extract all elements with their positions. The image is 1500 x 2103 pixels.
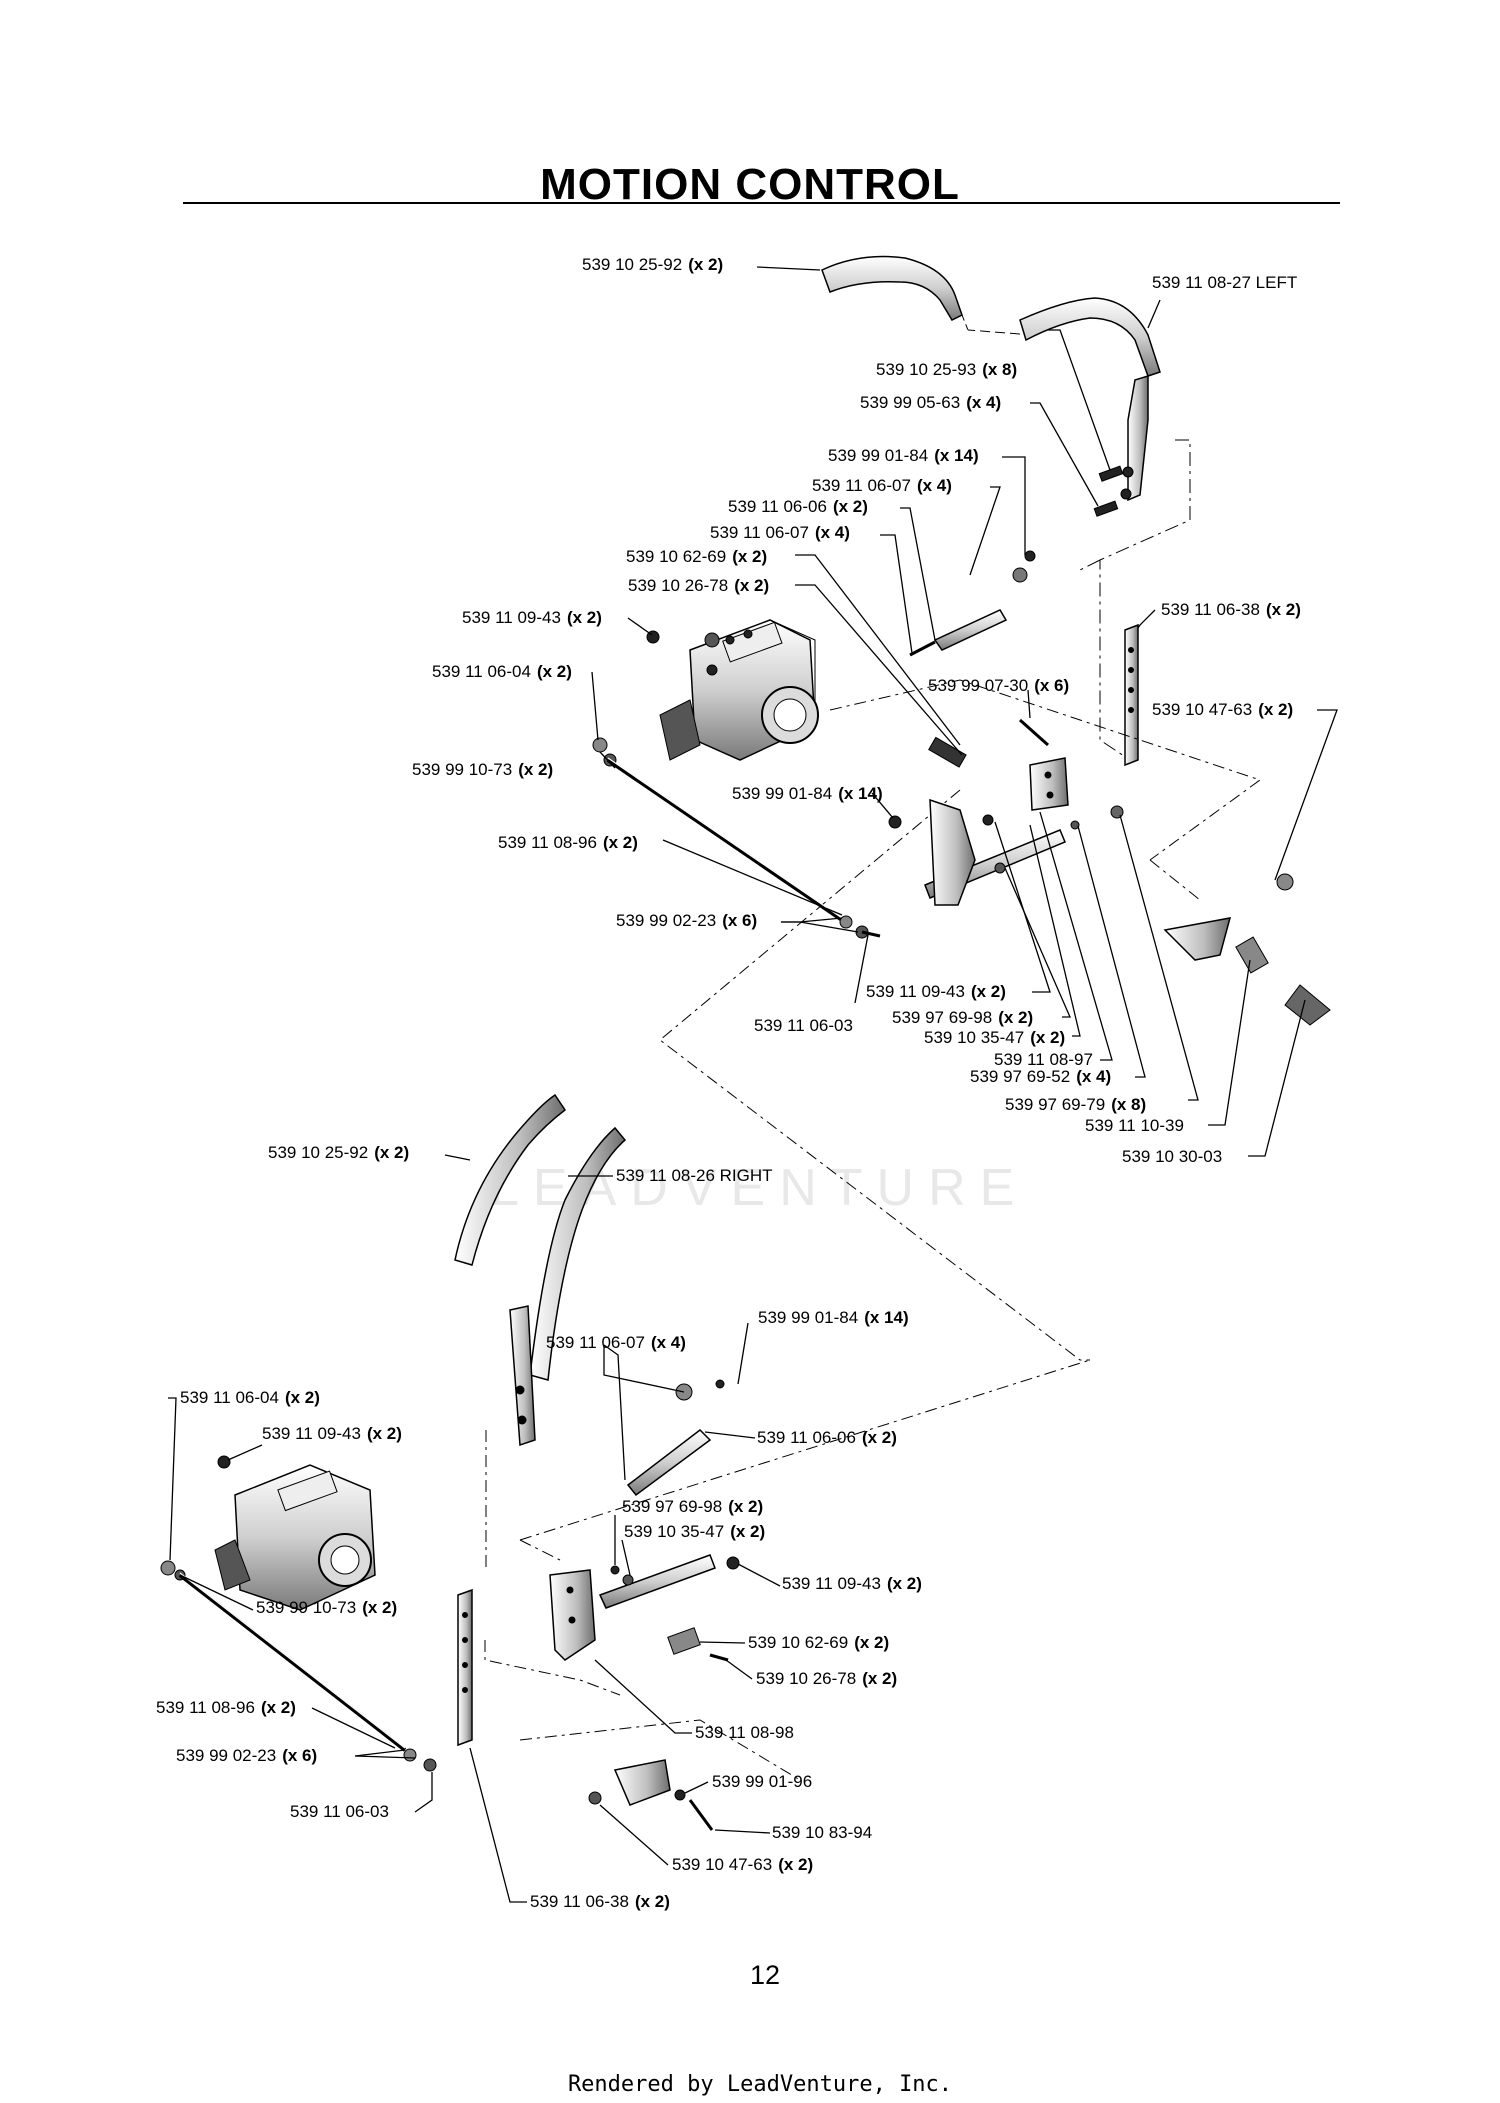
title-rule	[183, 202, 1340, 204]
part-label: 539 10 35-47(x 2)	[924, 1028, 1066, 1047]
leader-lines	[168, 266, 1338, 1903]
part-label: 539 99 01-84(x 14)	[732, 784, 883, 803]
part-label: 539 10 30-03	[1122, 1147, 1223, 1166]
part-label: 539 11 08-26 RIGHT	[616, 1166, 773, 1185]
footer-credit: Rendered by LeadVenture, Inc.	[567, 2072, 953, 2097]
upper-assembly	[592, 255, 1331, 1361]
handle-left	[1019, 297, 1161, 377]
handle-right	[529, 1126, 627, 1381]
bolts-handle	[1093, 465, 1134, 517]
damper-lower	[626, 1429, 712, 1497]
part-label: 539 99 02-23(x 6)	[616, 911, 758, 930]
part-label: 539 10 25-93(x 8)	[876, 360, 1018, 379]
part-label: 539 10 62-69(x 2)	[748, 1633, 890, 1652]
grip-lower	[454, 1093, 567, 1266]
part-label: 539 10 25-92(x 2)	[268, 1143, 410, 1162]
part-label: 539 11 06-38(x 2)	[1161, 600, 1301, 619]
page-title: MOTION CONTROL	[540, 160, 960, 209]
part-label: 539 11 06-07(x 4)	[710, 523, 850, 542]
pump-upper	[659, 619, 819, 761]
crossbar-lower	[598, 1554, 716, 1609]
part-label: 539 11 06-07(x 4)	[546, 1333, 686, 1352]
part-label: 539 99 02-23(x 6)	[176, 1746, 318, 1765]
part-label: 539 11 06-38(x 2)	[530, 1892, 670, 1911]
part-label: 539 11 09-43(x 2)	[782, 1574, 922, 1593]
part-label: 539 10 35-47(x 2)	[624, 1522, 766, 1541]
pump-lower	[214, 1464, 376, 1611]
part-label: 539 11 06-03	[754, 1016, 853, 1035]
part-label: 539 10 83-94	[772, 1823, 873, 1842]
part-label: 539 10 62-69(x 2)	[626, 547, 768, 566]
part-label: 539 11 08-27 LEFT	[1152, 273, 1298, 292]
part-label: 539 99 07-30(x 6)	[928, 676, 1070, 695]
part-label: 539 11 06-04(x 2)	[180, 1388, 320, 1407]
part-label: 539 99 05-63(x 4)	[860, 393, 1002, 412]
part-label: 539 11 08-96(x 2)	[156, 1698, 296, 1717]
part-label: 539 11 08-96(x 2)	[498, 833, 638, 852]
part-label: 539 97 69-98(x 2)	[892, 1008, 1034, 1027]
part-label: 539 97 69-79(x 8)	[1005, 1095, 1147, 1114]
part-label: 539 11 08-97	[994, 1050, 1093, 1069]
part-label: 539 10 26-78(x 2)	[756, 1669, 898, 1688]
page-number: 12	[749, 1960, 781, 1990]
grip-upper	[821, 255, 963, 321]
part-label: 539 97 69-52(x 4)	[970, 1067, 1112, 1086]
part-label: 539 97 69-98(x 2)	[622, 1497, 764, 1516]
part-label: 539 99 10-73(x 2)	[412, 760, 554, 779]
part-label: 539 99 10-73(x 2)	[256, 1598, 398, 1617]
part-label: 539 11 06-06(x 2)	[757, 1428, 897, 1447]
part-label: 539 99 01-84(x 14)	[758, 1308, 909, 1327]
part-label: 539 99 01-96	[712, 1772, 813, 1791]
damper-upper	[933, 609, 1008, 651]
tie-rod-lower	[178, 1573, 407, 1752]
lower-assembly	[160, 1093, 1091, 1831]
part-label: 539 11 06-07(x 4)	[812, 476, 952, 495]
part-label: 539 11 08-98	[695, 1723, 794, 1742]
part-label: 539 11 09-43(x 2)	[262, 1424, 402, 1443]
part-label: 539 10 47-63(x 2)	[672, 1855, 814, 1874]
part-label: 539 11 06-03	[290, 1802, 389, 1821]
part-label: 539 11 09-43(x 2)	[462, 608, 602, 627]
tie-rod-upper	[606, 758, 844, 922]
part-label: 539 99 01-84(x 14)	[828, 446, 979, 465]
part-label: 539 11 06-06(x 2)	[728, 497, 868, 516]
part-label: 539 10 26-78(x 2)	[628, 576, 770, 595]
vertical-bar-upper	[1124, 623, 1139, 767]
part-label: 539 11 09-43(x 2)	[866, 982, 1006, 1001]
part-label: 539 10 47-63(x 2)	[1152, 700, 1294, 719]
part-label: 539 10 25-92(x 2)	[582, 255, 724, 274]
part-label: 539 11 10-39	[1085, 1116, 1184, 1135]
part-label: 539 11 06-04(x 2)	[432, 662, 572, 681]
